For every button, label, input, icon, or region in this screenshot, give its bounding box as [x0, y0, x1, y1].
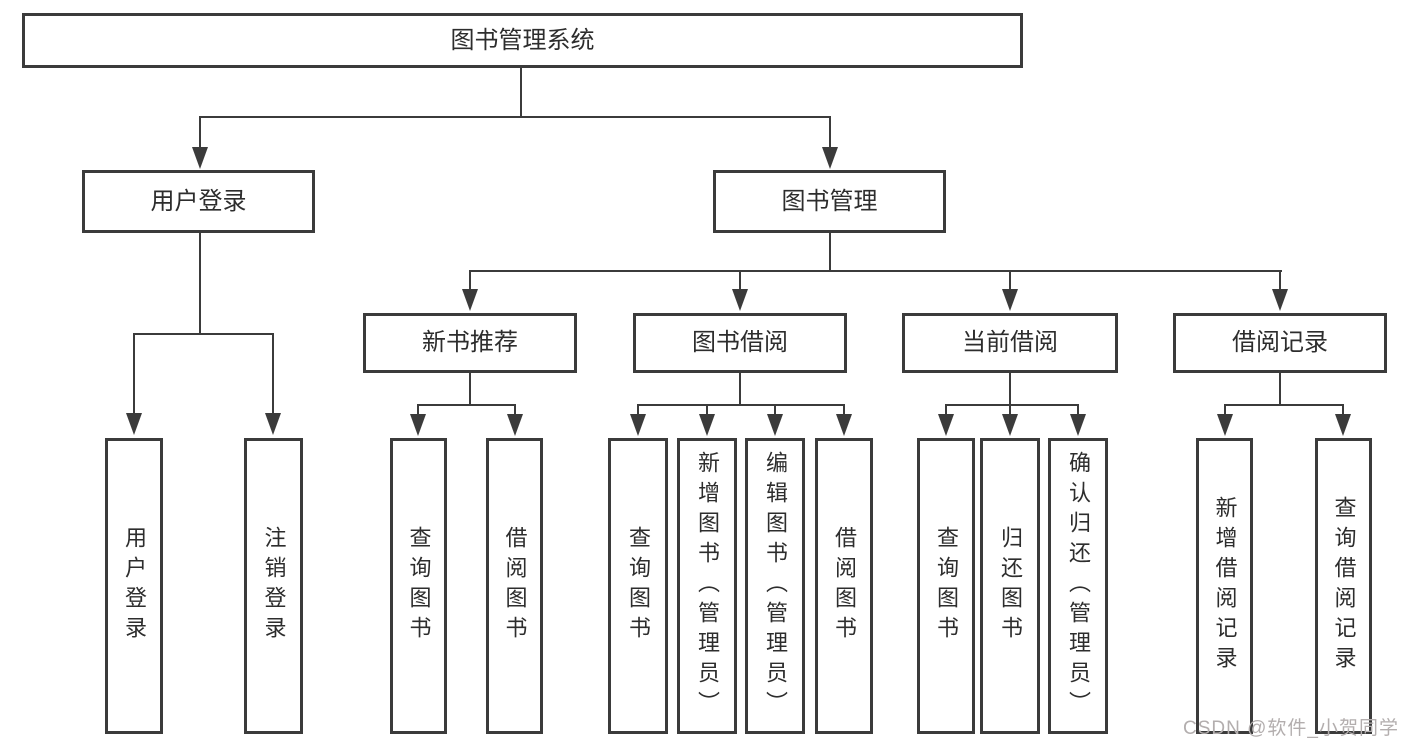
connector-book-management-stub — [829, 233, 831, 272]
connector-to-leaf — [843, 404, 845, 416]
csdn-watermark: CSDN @软件_小贺同学 — [1183, 718, 1399, 739]
connector-root-stub — [520, 68, 522, 118]
connector-user-login-split — [133, 333, 274, 335]
connector-to-borrow-records — [1279, 270, 1281, 290]
arrow-down-icon — [507, 414, 523, 436]
connector-book-management-split — [469, 270, 1282, 272]
connector-to-leaf — [272, 333, 274, 414]
leaf-query-books: 查询图书 — [608, 438, 668, 734]
connector-to-leaf — [774, 404, 776, 416]
leaf-add-borrow-record: 新增借阅记录 — [1196, 438, 1253, 734]
connector-to-book-borrow — [739, 270, 741, 290]
connector-user-login-stub — [199, 233, 201, 335]
arrow-down-icon — [1217, 414, 1233, 436]
leaf-logout: 注销登录 — [244, 438, 303, 734]
connector-to-leaf — [637, 404, 639, 416]
arrow-down-icon — [767, 414, 783, 436]
connector-stub — [469, 373, 471, 406]
connector-stub — [739, 373, 741, 406]
arrow-down-icon — [1070, 414, 1086, 436]
connector-to-leaf — [1342, 404, 1344, 416]
leaf-query-borrow-record: 查询借阅记录 — [1315, 438, 1372, 734]
arrow-down-icon — [192, 147, 208, 169]
connector-split — [417, 404, 516, 406]
leaf-borrow-books: 借阅图书 — [815, 438, 873, 734]
connector-to-leaf — [1009, 404, 1011, 416]
leaf-query-books: 查询图书 — [390, 438, 447, 734]
leaf-borrow-books: 借阅图书 — [486, 438, 543, 734]
leaf-return-books: 归还图书 — [980, 438, 1040, 734]
arrow-down-icon — [410, 414, 426, 436]
connector-to-user-login — [199, 116, 201, 148]
arrow-down-icon — [938, 414, 954, 436]
connector-to-leaf — [133, 333, 135, 414]
leaf-query-books: 查询图书 — [917, 438, 975, 734]
connector-to-leaf — [1224, 404, 1226, 416]
arrow-down-icon — [1002, 414, 1018, 436]
arrow-down-icon — [1002, 289, 1018, 311]
connector-split — [945, 404, 1079, 406]
node-new-book-recommend: 新书推荐 — [363, 313, 577, 373]
connector-root-split — [199, 116, 831, 118]
connector-to-book-management — [829, 116, 831, 148]
arrow-down-icon — [1272, 289, 1288, 311]
connector-stub — [1009, 373, 1011, 406]
arrow-down-icon — [822, 147, 838, 169]
leaf-add-books-admin: 新增图书（管理员） — [677, 438, 737, 734]
connector-to-leaf — [417, 404, 419, 416]
connector-to-leaf — [945, 404, 947, 416]
arrow-down-icon — [699, 414, 715, 436]
arrow-down-icon — [126, 413, 142, 435]
node-current-borrow: 当前借阅 — [902, 313, 1118, 373]
connector-split — [637, 404, 845, 406]
node-book-borrow: 图书借阅 — [633, 313, 847, 373]
connector-stub — [1279, 373, 1281, 406]
arrow-down-icon — [732, 289, 748, 311]
connector-to-leaf — [514, 404, 516, 416]
arrow-down-icon — [265, 413, 281, 435]
node-library-management-system: 图书管理系统 — [22, 13, 1023, 68]
connector-to-leaf — [706, 404, 708, 416]
connector-split — [1224, 404, 1344, 406]
arrow-down-icon — [462, 289, 478, 311]
arrow-down-icon — [630, 414, 646, 436]
connector-to-new-book — [469, 270, 471, 290]
leaf-edit-books-admin: 编辑图书（管理员） — [745, 438, 805, 734]
leaf-user-login: 用户登录 — [105, 438, 163, 734]
arrow-down-icon — [836, 414, 852, 436]
connector-to-current-borrow — [1009, 270, 1011, 290]
node-borrow-records: 借阅记录 — [1173, 313, 1387, 373]
node-book-management: 图书管理 — [713, 170, 946, 233]
connector-to-leaf — [1077, 404, 1079, 416]
leaf-confirm-return-admin: 确认归还（管理员） — [1048, 438, 1108, 734]
arrow-down-icon — [1335, 414, 1351, 436]
node-user-login: 用户登录 — [82, 170, 315, 233]
